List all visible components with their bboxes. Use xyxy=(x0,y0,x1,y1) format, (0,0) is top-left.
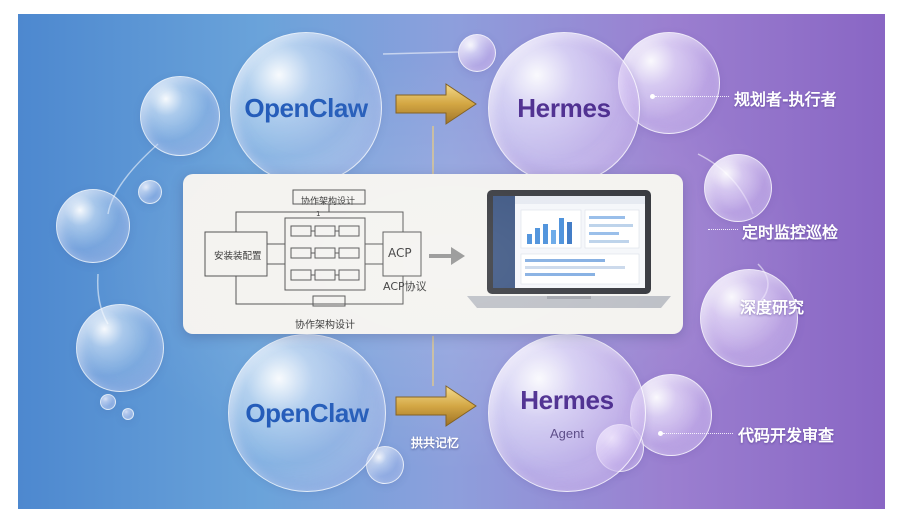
feature-scheduled-monitoring: 定时监控巡检 xyxy=(742,223,839,242)
architecture-panel: 协作架构设计 协作架构设计 1 xyxy=(183,174,683,334)
small-bubble xyxy=(704,154,772,222)
acp-box-label: ACP xyxy=(388,246,412,260)
feature-connector xyxy=(708,229,738,230)
diagram-top-label: 协作架构设计 xyxy=(301,197,356,207)
openclaw-bubble-bottom: OpenClaw xyxy=(228,334,386,492)
hermes-bubble-top: Hermes xyxy=(488,32,640,184)
feature-planner-executor: 规划者-执行者 xyxy=(734,90,837,109)
small-bubble xyxy=(366,446,404,484)
hermes-title-top: Hermes xyxy=(517,92,611,123)
small-bubble xyxy=(56,189,130,263)
diagram-center-tag: 1 xyxy=(316,210,321,218)
left-box-label: 安装装配置 xyxy=(214,251,262,262)
small-bubble xyxy=(100,394,116,410)
openclaw-title-top: OpenClaw xyxy=(244,92,368,123)
openclaw-bubble-top: OpenClaw xyxy=(230,32,382,184)
feature-dot xyxy=(658,431,663,436)
hermes-bubble-bottom: Hermes Agent xyxy=(488,334,646,492)
laptop-dashboard-icon xyxy=(467,190,671,308)
feature-connector xyxy=(663,433,733,434)
small-bubble xyxy=(458,34,496,72)
small-bubble xyxy=(138,180,162,204)
feature-code-review: 代码开发审查 xyxy=(738,426,835,445)
hermes-title-bottom: Hermes xyxy=(520,385,614,415)
hermes-agent-subtitle: Agent xyxy=(550,426,584,441)
gold-arrow-top-icon xyxy=(395,83,477,125)
shared-memory-label: 拱共记忆 xyxy=(411,436,460,450)
small-bubble xyxy=(140,76,220,156)
illustration-canvas: OpenClaw Hermes OpenClaw Hermes Agent 拱共… xyxy=(18,14,885,509)
feature-deep-research: 深度研究 xyxy=(740,298,805,317)
openclaw-title-bottom: OpenClaw xyxy=(245,397,369,428)
gold-arrow-bottom-icon xyxy=(395,385,477,427)
feature-connector xyxy=(655,96,729,97)
feature-dot xyxy=(650,94,655,99)
small-bubble xyxy=(76,304,164,392)
acp-protocol-caption: ACP协议 xyxy=(383,280,427,293)
small-bubble xyxy=(122,408,134,420)
small-bubble xyxy=(700,269,798,367)
diagram-bottom-label: 协作架构设计 xyxy=(295,320,355,331)
architecture-diagram xyxy=(204,189,465,307)
